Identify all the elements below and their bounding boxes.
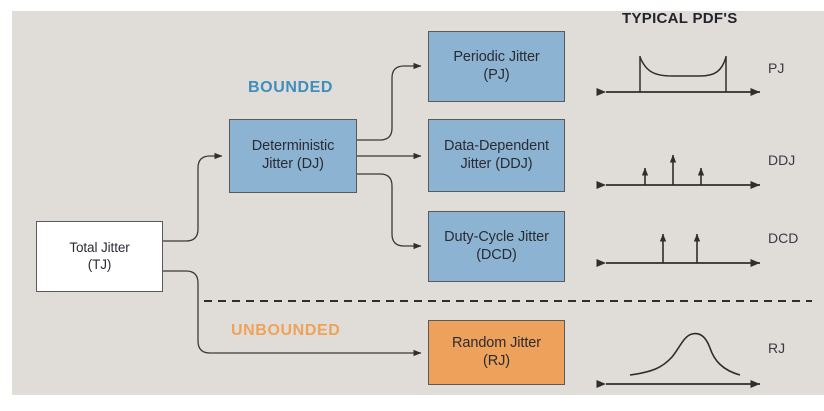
node-total-jitter[interactable]: Total Jitter (TJ) (36, 221, 163, 292)
node-periodic-jitter-label: Periodic Jitter (PJ) (453, 48, 540, 83)
wire-dj-to-pj (357, 62, 422, 141)
node-duty-cycle-jitter-label: Duty-Cycle Jitter (DCD) (444, 228, 549, 263)
node-deterministic-jitter[interactable]: Deterministic Jitter (DJ) (229, 119, 357, 193)
node-data-dependent-jitter[interactable]: Data-Dependent Jitter (DDJ) (428, 119, 565, 192)
node-duty-cycle-jitter[interactable]: Duty-Cycle Jitter (DCD) (428, 211, 565, 282)
diagram-background (12, 11, 824, 395)
pdf-tag-ddj: DDJ (768, 152, 796, 168)
node-random-jitter[interactable]: Random Jitter (RJ) (428, 320, 565, 385)
pdf-plot-pj (596, 56, 760, 96)
category-label-unbounded: UNBOUNDED (231, 322, 341, 339)
typical-pdfs-header: TYPICAL PDF'S (622, 10, 738, 27)
node-periodic-jitter[interactable]: Periodic Jitter (PJ) (428, 31, 565, 102)
pdf-plot-rj (596, 332, 760, 388)
wire-tj-to-rj (163, 270, 422, 357)
category-label-bounded: BOUNDED (248, 79, 334, 96)
node-deterministic-jitter-label: Deterministic Jitter (DJ) (251, 138, 335, 172)
node-random-jitter-label: Random Jitter (RJ) (452, 334, 541, 369)
node-data-dependent-jitter-label: Data-Dependent Jitter (DDJ) (443, 137, 549, 172)
node-total-jitter-label: Total Jitter (TJ) (69, 240, 130, 272)
wire-dj-to-dcd (357, 173, 422, 250)
wire-tj-to-dj (163, 152, 223, 242)
pdf-plot-dcd (596, 233, 760, 267)
pdf-plot-ddj (596, 154, 760, 189)
pdf-tag-rj: RJ (768, 340, 786, 356)
pdf-tag-pj: PJ (768, 60, 785, 76)
pdf-tag-dcd: DCD (768, 230, 799, 246)
